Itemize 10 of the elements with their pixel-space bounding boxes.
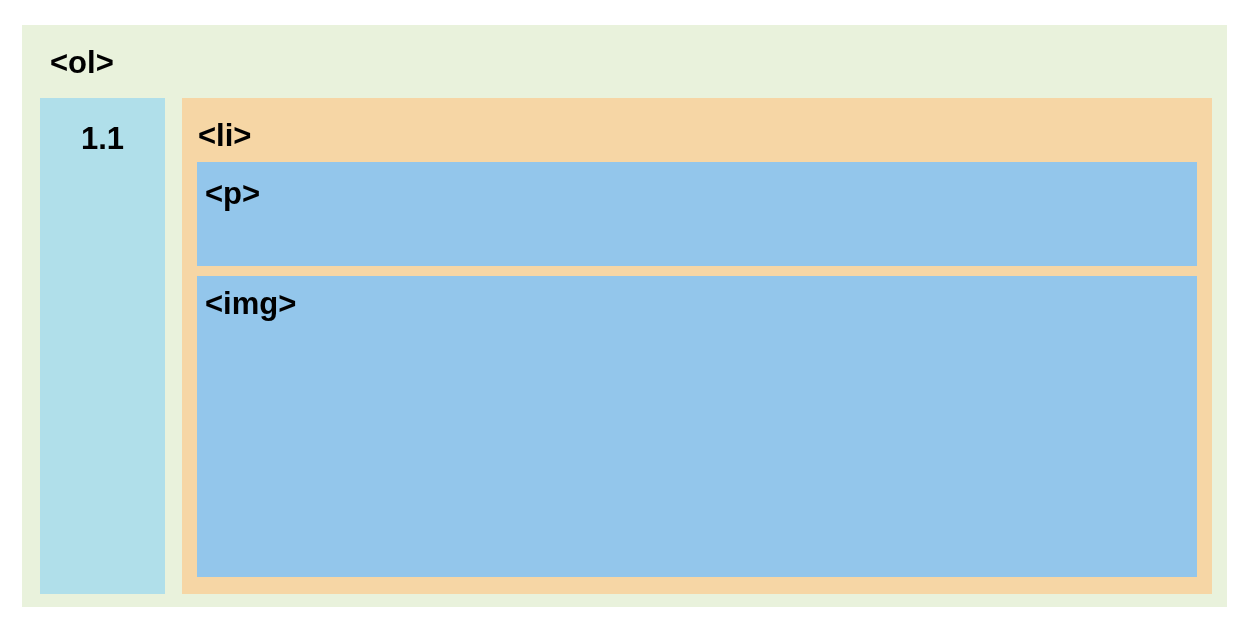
tag-label: <li> bbox=[198, 120, 252, 151]
list-container bbox=[22, 25, 1227, 607]
tag-label: <p> bbox=[205, 178, 261, 209]
image-box bbox=[197, 276, 1197, 577]
tag-label: <img> bbox=[205, 288, 297, 319]
tag-label: <ol> bbox=[50, 47, 114, 78]
tag-label: 1.1 bbox=[79, 123, 126, 154]
list-item-box bbox=[182, 98, 1212, 594]
paragraph-box bbox=[197, 162, 1197, 266]
list-marker-box bbox=[40, 98, 165, 594]
